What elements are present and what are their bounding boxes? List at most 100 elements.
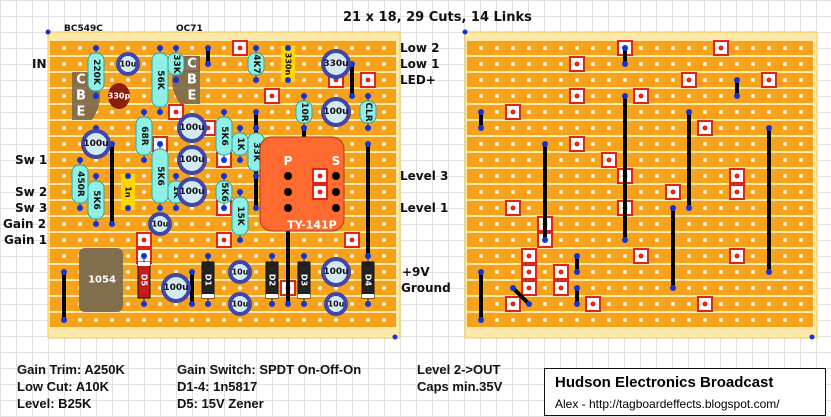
wire-link [511,286,531,306]
hole [479,174,483,178]
hole [687,222,691,226]
hole [318,286,322,290]
hole [158,254,162,258]
cap-value: 100u [179,155,204,165]
hole [543,126,547,130]
cap-value: 100u [163,283,188,293]
switch-label: TY-141P [287,219,336,232]
hole [751,78,755,82]
hole [479,222,483,226]
hole [751,94,755,98]
hole [783,206,787,210]
hole [671,46,675,50]
hole [655,158,659,162]
hole [671,142,675,146]
link-end [670,285,676,291]
hole [527,78,531,82]
hole [270,78,274,82]
pad [269,301,275,307]
cap-face [325,101,347,123]
cut-dot [574,61,580,67]
resistor-value: 15K [235,206,245,227]
switch-lug [332,188,340,196]
hole [783,302,787,306]
resistor [151,148,169,204]
hole [783,126,787,130]
pad [205,253,211,259]
hole [687,302,691,306]
hole [671,174,675,178]
hole [190,46,194,50]
hole [687,46,691,50]
hole [511,254,515,258]
hole [591,62,595,66]
cap-value: 10u [232,300,249,309]
hole [206,206,210,210]
link-end [349,93,355,99]
hole [206,142,210,146]
pad [157,45,163,51]
resistor-value: 33K [251,142,261,163]
hole [767,318,771,322]
hole [799,286,803,290]
hole [607,302,611,306]
cap-value: 100u [179,187,204,197]
hole [382,286,386,290]
hole [495,206,499,210]
hole [334,46,338,50]
hole [735,142,739,146]
hole [783,254,787,258]
hole [559,174,563,178]
hole [655,286,659,290]
credit-url[interactable]: Alex - http://tagboardeffects.blogspot.c… [555,397,780,411]
hole [719,158,723,162]
pad [125,205,131,211]
hole [495,190,499,194]
hole [174,222,178,226]
label-level3: Level 3 [400,169,449,183]
hole [302,62,306,66]
resistor-value: 1K [171,185,181,199]
cut-dot [317,173,323,179]
label-sw3: Sw 3 [15,201,48,215]
hole [543,318,547,322]
pad [93,45,99,51]
resistor [87,52,105,92]
hole [639,142,643,146]
hole [479,190,483,194]
hole [270,318,274,322]
hole [318,94,322,98]
hole [783,174,787,178]
pad [157,109,163,115]
link-end [574,269,580,275]
hole [126,158,130,162]
diode-band [362,294,374,298]
hole [110,238,114,242]
hole [607,142,611,146]
hole [382,222,386,226]
hole [767,94,771,98]
diode-band [202,294,214,298]
hole [703,78,707,82]
hole [158,318,162,322]
hole [719,318,723,322]
hole [62,94,66,98]
hole [270,62,274,66]
hole [767,110,771,114]
pad [301,301,307,307]
hole [751,158,755,162]
hole [735,238,739,242]
hole [126,126,130,130]
link-end [622,93,628,99]
hole [334,126,338,130]
hole [607,254,611,258]
hole [62,126,66,130]
hole [719,62,723,66]
hole [799,62,803,66]
hole [607,222,611,226]
resistor-value: 450R [75,171,85,197]
diode-band [298,294,310,298]
hole [366,318,370,322]
hole [62,238,66,242]
pad [77,205,83,211]
